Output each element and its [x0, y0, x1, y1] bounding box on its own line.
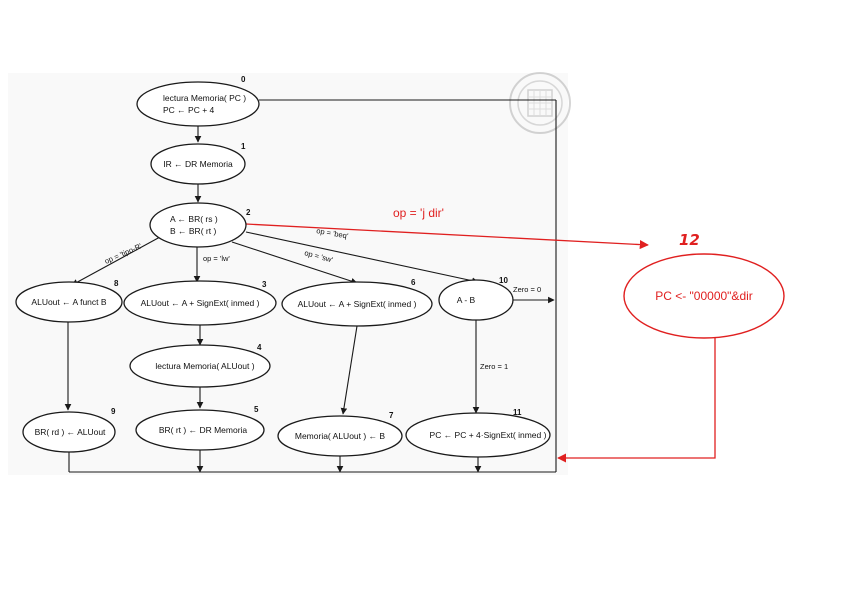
state-3	[123, 280, 277, 326]
state-12	[623, 253, 785, 339]
state-7-number: 7	[389, 411, 394, 420]
state-4-label: lectura Memoria( ALUout )	[155, 361, 254, 371]
state-9	[22, 411, 116, 453]
state-0-line2: PC ← PC + 4	[163, 105, 215, 115]
state-nodes	[15, 81, 551, 458]
state-numbers: 0 1 2 8 3 6 10 4 9 5 7 11 12	[111, 75, 700, 420]
state-3-number: 3	[262, 280, 267, 289]
state-6	[281, 281, 433, 327]
state-0-line1: lectura Memoria( PC )	[163, 93, 246, 103]
state-5-number: 5	[254, 405, 259, 414]
state-11-number: 11	[513, 408, 522, 417]
state-2-line2: B ← BR( rt )	[170, 226, 216, 236]
state-10	[438, 279, 514, 321]
state-8-number: 8	[114, 279, 119, 288]
state-10-label: A - B	[457, 295, 476, 305]
state-9-number: 9	[111, 407, 116, 416]
edge-label-zero1: Zero = 1	[480, 362, 508, 371]
state-9-label: BR( rd ) ← ALUout	[35, 427, 106, 437]
state-5	[135, 409, 265, 451]
state-8	[15, 281, 123, 323]
state-10-number: 10	[499, 276, 508, 285]
state-6-label: ALUout ← A + SignExt( inmed )	[298, 299, 417, 309]
state-5-label: BR( rt ) ← DR Memoria	[159, 425, 248, 435]
state-6-number: 6	[411, 278, 416, 287]
state-3-label: ALUout ← A + SignExt( inmed )	[141, 298, 260, 308]
state-12-number: 12	[679, 231, 700, 249]
state-2-line1: A ← BR( rs )	[170, 214, 218, 224]
edge-label-j-dir: op = 'j dir'	[393, 206, 444, 220]
state-7-label: Memoria( ALUout ) ← B	[295, 431, 386, 441]
edges	[64, 99, 557, 473]
state-1-label: IR ← DR Memoria	[163, 159, 233, 169]
edge-label-lw: op = 'lw'	[203, 254, 230, 263]
state-11	[405, 412, 551, 458]
red-annotation-edges	[245, 223, 716, 463]
state-4-number: 4	[257, 343, 262, 352]
state-11-label: PC ← PC + 4·SignExt( inmed )	[430, 430, 547, 440]
state-4	[129, 344, 271, 388]
state-1	[150, 143, 246, 185]
state-0	[136, 81, 260, 127]
state-8-label: ALUout ← A funct B	[31, 297, 106, 307]
node-labels: lectura Memoria( PC ) PC ← PC + 4 IR ← D…	[31, 93, 752, 441]
state-2	[149, 202, 247, 248]
state-2-number: 2	[246, 208, 251, 217]
university-seal-watermark	[509, 72, 571, 134]
state-0-number: 0	[241, 75, 246, 84]
state-1-number: 1	[241, 142, 246, 151]
state-7	[277, 415, 403, 457]
state-12-label: PC <- "00000"&dir	[655, 289, 753, 303]
edge-label-zero0: Zero = 0	[513, 285, 541, 294]
